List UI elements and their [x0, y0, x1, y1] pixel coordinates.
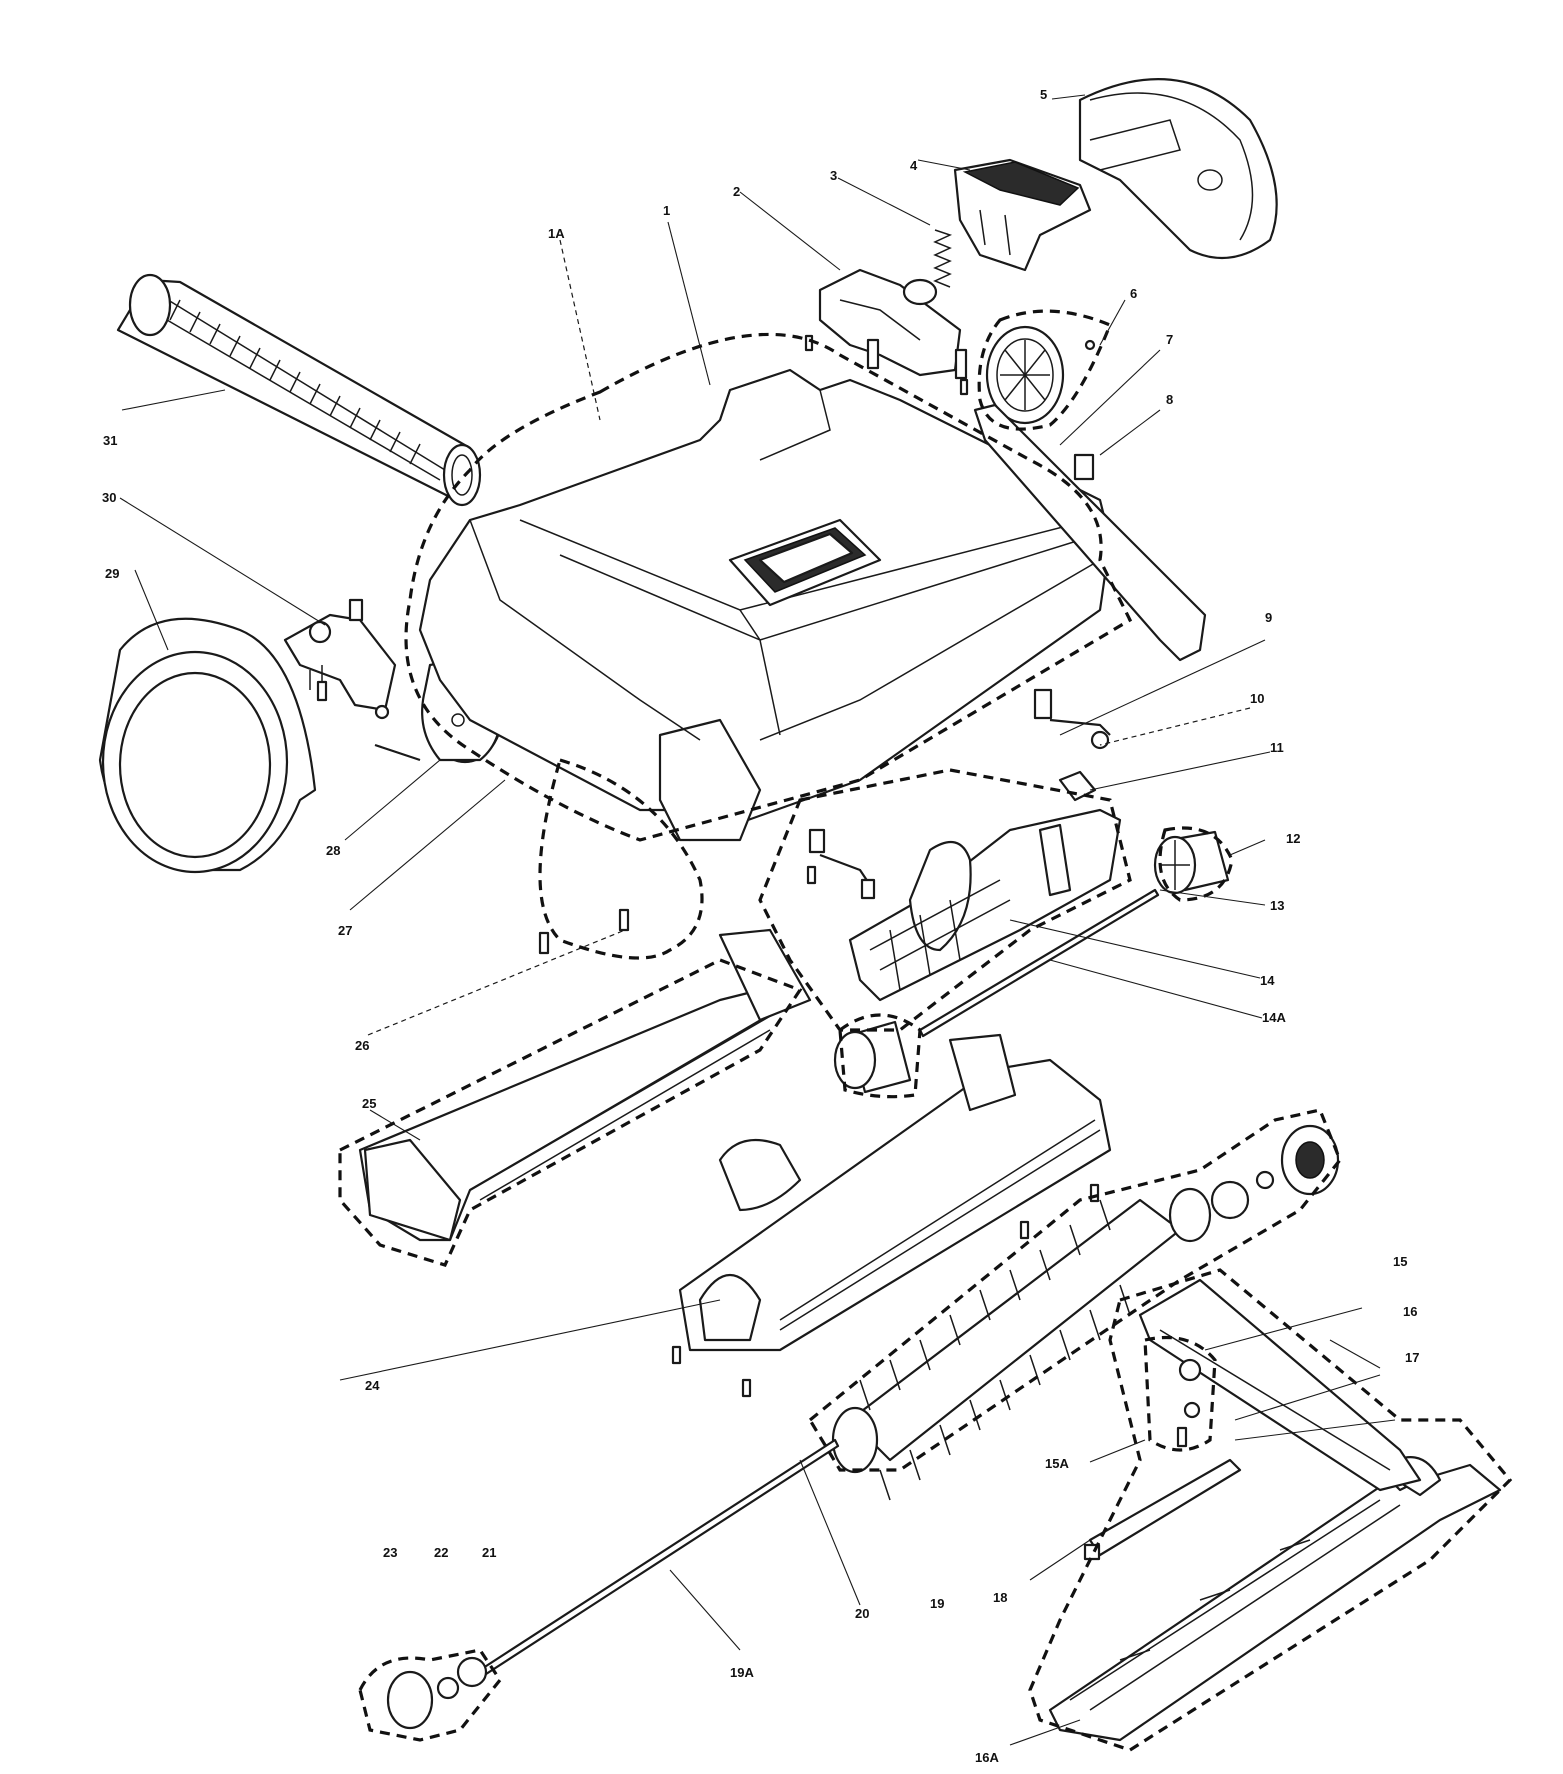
callout-18: 18 — [993, 1590, 1007, 1605]
callout-16: 16 — [1403, 1304, 1417, 1319]
callout-15A: 15A — [1045, 1456, 1069, 1471]
lower-housing-part-25 — [358, 928, 812, 1242]
callout-14: 14 — [1260, 973, 1275, 988]
bracket-part-10-left — [808, 828, 876, 900]
callout-1: 1 — [663, 203, 670, 218]
bottom-plate-part-16 — [1138, 1278, 1422, 1492]
axle-part-13 — [918, 888, 1160, 1038]
callout-11: 11 — [1270, 740, 1284, 755]
sole-plate-part-16A — [1048, 1456, 1502, 1742]
callout-2: 2 — [733, 184, 740, 199]
callout-19A: 19A — [730, 1665, 754, 1680]
callout-17: 17 — [1405, 1350, 1419, 1365]
callout-6: 6 — [1130, 286, 1137, 301]
callout-5: 5 — [1040, 87, 1047, 102]
end-cap-parts-21-23 — [386, 1656, 488, 1730]
callout-8: 8 — [1166, 392, 1173, 407]
callout-27: 27 — [338, 923, 352, 938]
leader-lines — [119, 94, 1396, 1746]
callout-4: 4 — [910, 158, 918, 173]
callout-13: 13 — [1270, 898, 1284, 913]
callout-15: 15 — [1393, 1254, 1407, 1269]
callout-22: 22 — [434, 1545, 448, 1560]
callout-labels: 1 1A 2 3 4 5 6 7 8 9 10 11 12 13 14 14A … — [102, 87, 1419, 1765]
grille-part-4 — [953, 158, 1092, 272]
motor-cover-part-29 — [98, 617, 317, 874]
callout-7: 7 — [1166, 332, 1173, 347]
callout-29: 29 — [105, 566, 119, 581]
callout-26: 26 — [355, 1038, 369, 1053]
shaft-part-19A — [478, 1438, 840, 1678]
callout-20: 20 — [855, 1606, 869, 1621]
callout-25: 25 — [362, 1096, 376, 1111]
callout-21: 21 — [482, 1545, 496, 1560]
callout-31: 31 — [103, 433, 117, 448]
pin-part-9 — [1033, 688, 1111, 750]
callout-16A: 16A — [975, 1750, 999, 1765]
motor-housing-part-14 — [848, 808, 1122, 1002]
callout-30: 30 — [102, 490, 116, 505]
brushroll-part-20 — [831, 1124, 1340, 1501]
callout-3: 3 — [830, 168, 837, 183]
roller-part-12 — [1153, 830, 1230, 895]
callout-1A: 1A — [548, 226, 565, 241]
callout-9: 9 — [1265, 610, 1272, 625]
callout-24: 24 — [365, 1378, 380, 1393]
wheel-part-6 — [985, 325, 1096, 425]
callout-28: 28 — [326, 843, 340, 858]
bracket-part-30 — [283, 598, 397, 720]
handle-bar-part-7 — [973, 403, 1207, 662]
callout-14A: 14A — [1262, 1010, 1286, 1025]
callout-19: 19 — [930, 1596, 944, 1611]
dashed-group-outlines — [338, 309, 1513, 1752]
callout-12: 12 — [1286, 831, 1300, 846]
hose-part-31 — [116, 273, 482, 507]
roller-lower — [833, 1020, 912, 1094]
hood-part-5 — [1078, 78, 1278, 260]
callout-10: 10 — [1250, 691, 1264, 706]
spring-part-3 — [933, 229, 953, 288]
bumper-part-18 — [1083, 1458, 1242, 1561]
latch-part-2 — [818, 268, 968, 380]
plate-part-8 — [1073, 453, 1095, 481]
callout-23: 23 — [383, 1545, 397, 1560]
base-plate-part-24 — [678, 1033, 1112, 1352]
screws — [316, 334, 1100, 1398]
